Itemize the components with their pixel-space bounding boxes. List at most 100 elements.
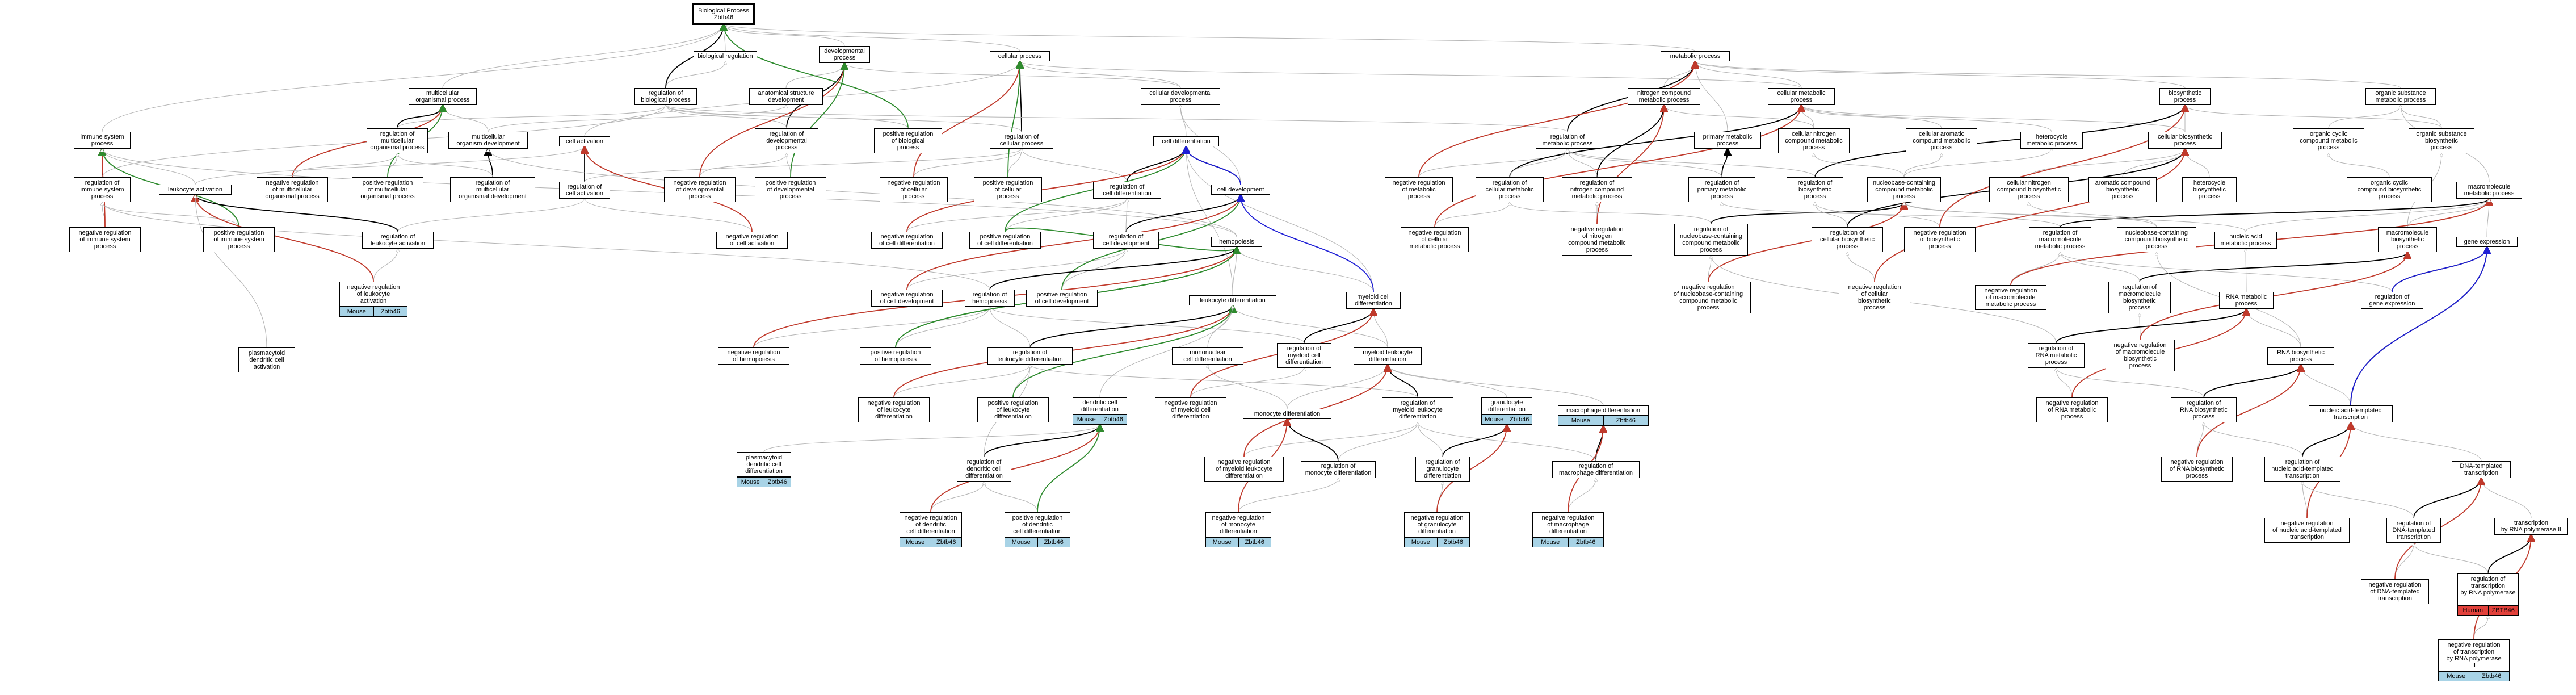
node-regulation-of-cellular-process[interactable]: regulation of cellular process (990, 132, 1053, 149)
node-regulation-of-myeloid-cell-differentiation[interactable]: regulation of myeloid cell differentiati… (1277, 343, 1331, 368)
node-transcription-by-rna-polymerase-ii[interactable]: transcription by RNA polymerase II (2494, 518, 2568, 535)
node-myeloid-cell-differentiation[interactable]: myeloid cell differentiation (1346, 292, 1401, 309)
node-regulation-of-myeloid-leukocyte-differentiation[interactable]: regulation of myeloid leukocyte differen… (1382, 397, 1453, 422)
node-nucleobase-containing-compound-biosynthetic-process[interactable]: nucleobase-containing compound biosynthe… (2117, 227, 2196, 252)
node-cellular-nitrogen-compound-biosynthetic-process[interactable]: cellular nitrogen compound biosynthetic … (1989, 177, 2069, 202)
node-organic-substance-biosynthetic-process[interactable]: organic substance biosynthetic process (2409, 128, 2474, 153)
node-regulation-of-cell-development[interactable]: regulation of cell development (1093, 232, 1159, 249)
node-leukocyte-differentiation[interactable]: leukocyte differentiation (1189, 295, 1276, 305)
node-leukocyte-activation[interactable]: leukocyte activation (159, 185, 232, 195)
node-myeloid-leukocyte-differentiation[interactable]: myeloid leukocyte differentiation (1354, 348, 1422, 365)
node-nucleic-acid-templated-transcription[interactable]: nucleic acid-templated transcription (2309, 405, 2393, 422)
node-negative-regulation-of-nucleic-acid-templated-transcription[interactable]: negative regulation of nucleic acid-temp… (2264, 518, 2350, 543)
node-negative-regulation-of-immune-system-process[interactable]: negative regulation of immune system pro… (69, 227, 141, 252)
node-regulation-of-leukocyte-activation[interactable]: regulation of leukocyte activation (362, 232, 434, 249)
node-gene-expression[interactable]: gene expression (2456, 237, 2518, 247)
node-regulation-of-primary-metabolic-process[interactable]: regulation of primary metabolic process (1688, 177, 1755, 202)
node-nitrogen-compound-metabolic-process[interactable]: nitrogen compound metabolic process (1628, 88, 1700, 105)
node-negative-regulation-of-macromolecule-biosynthetic-process[interactable]: negative regulation of macromolecule bio… (2106, 340, 2175, 371)
node-regulation-of-nucleic-acid-templated-transcription[interactable]: regulation of nucleic acid-templated tra… (2264, 457, 2340, 482)
node-regulation-of-nucleobase-containing-compound-metabolic-process[interactable]: regulation of nucleobase-containing comp… (1674, 224, 1748, 256)
node-cell-activation[interactable]: cell activation (559, 136, 610, 146)
node-regulation-of-biological-process[interactable]: regulation of biological process (634, 88, 697, 105)
node-negative-regulation-of-dna-templated-transcription[interactable]: negative regulation of DNA-templated tra… (2361, 579, 2429, 604)
node-biosynthetic-process[interactable]: biosynthetic process (2159, 88, 2211, 105)
node-regulation-of-nitrogen-compound-metabolic-process[interactable]: regulation of nitrogen compound metaboli… (1562, 177, 1632, 202)
node-regulation-of-rna-metabolic-process[interactable]: regulation of RNA metabolic process (2028, 343, 2085, 368)
node-negative-regulation-of-granulocyte-differentiation[interactable]: negative regulation of granulocyte diffe… (1404, 512, 1470, 537)
node-heterocycle-metabolic-process[interactable]: heterocycle metabolic process (2020, 132, 2083, 149)
node-organic-cyclic-compound-metabolic-process[interactable]: organic cyclic compound metabolic proces… (2293, 128, 2364, 153)
node-cellular-metabolic-process[interactable]: cellular metabolic process (1768, 88, 1835, 105)
node-biological-process[interactable]: Biological Process Zbtb46 (692, 3, 755, 25)
node-regulation-of-biosynthetic-process[interactable]: regulation of biosynthetic process (1787, 177, 1843, 202)
node-positive-regulation-of-developmental-process[interactable]: positive regulation of developmental pro… (755, 177, 826, 202)
node-negative-regulation-of-nitrogen-compound-metabolic-process[interactable]: negative regulation of nitrogen compound… (1562, 224, 1632, 256)
node-organic-cyclic-compound-biosynthetic-process[interactable]: organic cyclic compound biosynthetic pro… (2347, 177, 2432, 202)
node-developmental-process[interactable]: developmental process (819, 46, 870, 63)
node-monocyte-differentiation[interactable]: monocyte differentiation (1243, 409, 1331, 419)
node-regulation-of-cellular-metabolic-process[interactable]: regulation of cellular metabolic process (1476, 177, 1544, 202)
node-positive-regulation-of-biological-process[interactable]: positive regulation of biological proces… (874, 128, 942, 153)
node-negative-regulation-of-metabolic-process[interactable]: negative regulation of metabolic process (1385, 177, 1453, 202)
node-positive-regulation-of-immune-system-process[interactable]: positive regulation of immune system pro… (203, 227, 275, 252)
node-plasmacytoid-dendritic-cell-activation[interactable]: plasmacytoid dendritic cell activation (238, 348, 295, 372)
node-plasmacytoid-dendritic-cell-differentiation[interactable]: plasmacytoid dendritic cell differentiat… (737, 452, 791, 477)
node-negative-regulation-of-macromolecule-metabolic-process[interactable]: negative regulation of macromolecule met… (1975, 285, 2046, 310)
node-primary-metabolic-process[interactable]: primary metabolic process (1694, 132, 1761, 149)
node-nucleic-acid-metabolic-process[interactable]: nucleic acid metabolic process (2214, 232, 2277, 249)
node-negative-regulation-of-hemopoiesis[interactable]: negative regulation of hemopoiesis (718, 348, 789, 365)
node-macrophage-differentiation[interactable]: macrophage differentiation (1558, 405, 1649, 416)
node-granulocyte-differentiation[interactable]: granulocyte differentiation (1481, 397, 1532, 415)
node-positive-regulation-of-leukocyte-differentiation[interactable]: positive regulation of leukocyte differe… (977, 397, 1049, 422)
node-positive-regulation-of-cell-development[interactable]: positive regulation of cell development (1026, 290, 1098, 307)
node-regulation-of-transcription-by-rna-polymerase-ii[interactable]: regulation of transcription by RNA polym… (2457, 573, 2519, 605)
node-rna-metabolic-process[interactable]: RNA metabolic process (2219, 292, 2274, 309)
node-regulation-of-monocyte-differentiation[interactable]: regulation of monocyte differentiation (1301, 461, 1376, 478)
node-organic-substance-metabolic-process[interactable]: organic substance metabolic process (2365, 88, 2436, 105)
node-cellular-process[interactable]: cellular process (990, 51, 1050, 61)
node-negative-regulation-of-cell-activation[interactable]: negative regulation of cell activation (716, 232, 788, 249)
node-negative-regulation-of-transcription-by-rna-polymerase-ii[interactable]: negative regulation of transcription by … (2438, 639, 2510, 671)
node-cell-development[interactable]: cell development (1211, 185, 1270, 195)
node-regulation-of-dna-templated-transcription[interactable]: regulation of DNA-templated transcriptio… (2386, 518, 2441, 543)
node-negative-regulation-of-cellular-biosynthetic-process[interactable]: negative regulation of cellular biosynth… (1839, 282, 1910, 313)
node-positive-regulation-of-hemopoiesis[interactable]: positive regulation of hemopoiesis (860, 348, 931, 365)
node-dna-templated-transcription[interactable]: DNA-templated transcription (2452, 461, 2511, 478)
node-nucleobase-containing-compound-metabolic-process[interactable]: nucleobase-containing compound metabolic… (1867, 177, 1941, 202)
node-negative-regulation-of-developmental-process[interactable]: negative regulation of developmental pro… (664, 177, 736, 202)
node-regulation-of-hemopoiesis[interactable]: regulation of hemopoiesis (965, 290, 1015, 307)
node-cell-differentiation[interactable]: cell differentiation (1153, 136, 1219, 146)
node-macromolecule-metabolic-process[interactable]: macromolecule metabolic process (2456, 182, 2522, 199)
node-negative-regulation-of-macrophage-differentiation[interactable]: negative regulation of macrophage differ… (1532, 512, 1604, 537)
node-cellular-developmental-process[interactable]: cellular developmental process (1141, 88, 1220, 105)
node-regulation-of-cell-activation[interactable]: regulation of cell activation (559, 182, 610, 199)
node-dendritic-cell-differentiation[interactable]: dendritic cell differentiation (1073, 397, 1127, 415)
node-regulation-of-rna-biosynthetic-process[interactable]: regulation of RNA biosynthetic process (2171, 397, 2237, 422)
node-negative-regulation-of-cell-development[interactable]: negative regulation of cell development (871, 290, 943, 307)
node-regulation-of-gene-expression[interactable]: regulation of gene expression (2361, 292, 2423, 309)
node-negative-regulation-of-rna-metabolic-process[interactable]: negative regulation of RNA metabolic pro… (2036, 397, 2108, 422)
node-cellular-nitrogen-compound-metabolic-process[interactable]: cellular nitrogen compound metabolic pro… (1778, 128, 1850, 153)
node-negative-regulation-of-myeloid-cell-differentiation[interactable]: negative regulation of myeloid cell diff… (1155, 397, 1226, 422)
node-regulation-of-multicellular-organismal-development[interactable]: regulation of multicellular organismal d… (450, 177, 535, 202)
node-regulation-of-granulocyte-differentiation[interactable]: regulation of granulocyte differentiatio… (1415, 457, 1470, 482)
node-negative-regulation-of-leukocyte-activation[interactable]: negative regulation of leukocyte activat… (339, 282, 407, 307)
node-multicellular-organism-development[interactable]: multicellular organism development (448, 132, 528, 149)
node-aromatic-compound-biosynthetic-process[interactable]: aromatic compound biosynthetic process (2088, 177, 2157, 202)
node-negative-regulation-of-biosynthetic-process[interactable]: negative regulation of biosynthetic proc… (1904, 227, 1976, 252)
node-regulation-of-macromolecule-metabolic-process[interactable]: regulation of macromolecule metabolic pr… (2029, 227, 2091, 252)
node-regulation-of-metabolic-process[interactable]: regulation of metabolic process (1536, 132, 1599, 149)
node-negative-regulation-of-myeloid-leukocyte-differentiation[interactable]: negative regulation of myeloid leukocyte… (1204, 457, 1284, 482)
node-negative-regulation-of-nucleobase-containing-compound-metabolic-process[interactable]: negative regulation of nucleobase-contai… (1666, 282, 1751, 313)
node-hemopoiesis[interactable]: hemopoiesis (1211, 237, 1262, 247)
node-positive-regulation-of-dendritic-cell-differentiation[interactable]: positive regulation of dendritic cell di… (1005, 512, 1070, 537)
node-negative-regulation-of-monocyte-differentiation[interactable]: negative regulation of monocyte differen… (1205, 512, 1271, 537)
node-regulation-of-multicellular-organismal-process[interactable]: regulation of multicellular organismal p… (367, 128, 428, 153)
node-regulation-of-cell-differentiation[interactable]: regulation of cell differentiation (1093, 182, 1161, 199)
node-negative-regulation-of-cell-differentiation[interactable]: negative regulation of cell differentiat… (871, 232, 943, 249)
node-cellular-aromatic-compound-metabolic-process[interactable]: cellular aromatic compound metabolic pro… (1906, 128, 1977, 153)
node-heterocycle-biosynthetic-process[interactable]: heterocycle biosynthetic process (2182, 177, 2237, 202)
node-negative-regulation-of-rna-biosynthetic-process[interactable]: negative regulation of RNA biosynthetic … (2161, 457, 2233, 482)
node-rna-biosynthetic-process[interactable]: RNA biosynthetic process (2267, 348, 2334, 365)
